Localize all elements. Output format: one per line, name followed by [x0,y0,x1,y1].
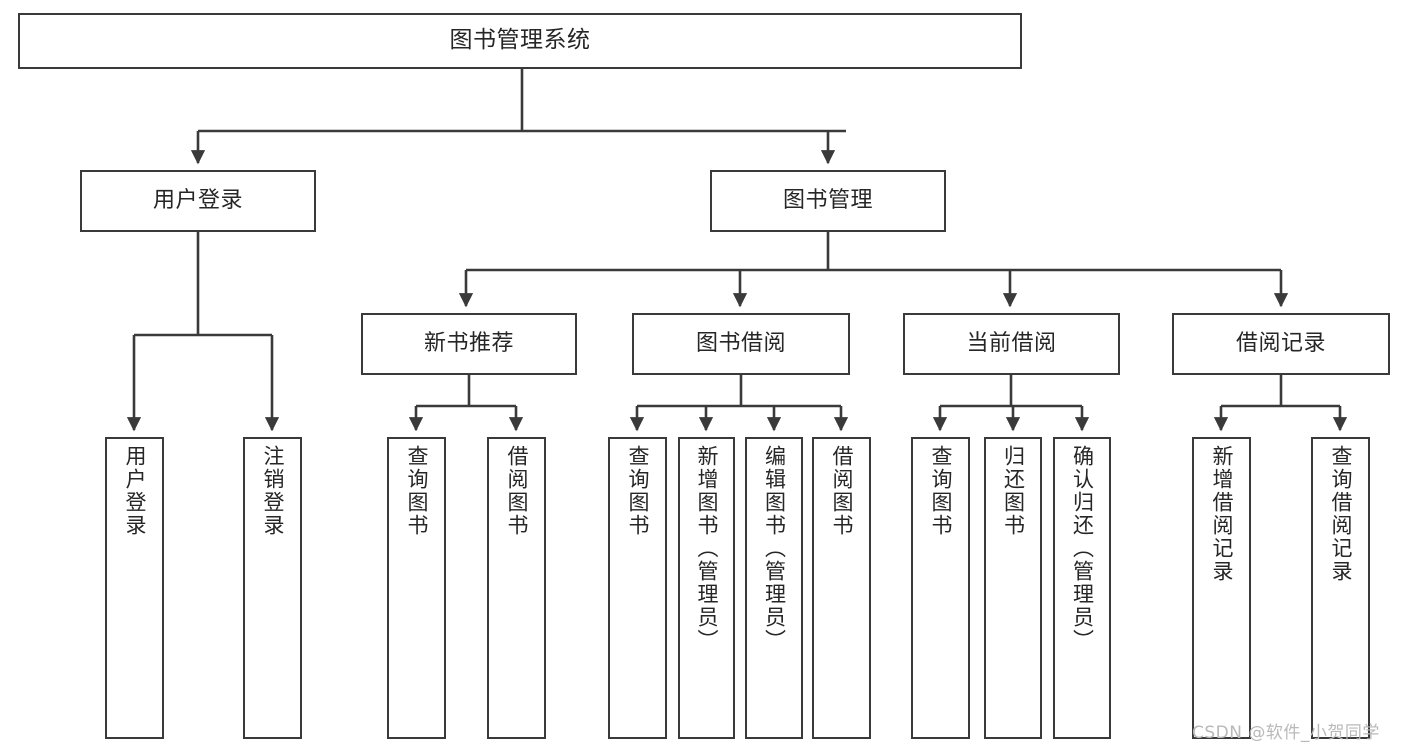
node-label: 新增借阅记录 [1210,445,1234,583]
node-label: 注销登录 [261,445,285,537]
node-label: 查询图书 [929,445,953,537]
leaf-query-book-borrow[interactable]: 查询图书 [608,437,667,739]
node-label: 查询图书 [626,445,650,537]
node-label: 图书管理系统 [449,27,591,54]
node-root-system[interactable]: 图书管理系统 [18,13,1022,69]
node-label: 当前借阅 [966,330,1057,356]
leaf-return-book[interactable]: 归还图书 [984,437,1042,739]
leaf-borrow-book[interactable]: 借阅图书 [812,437,871,739]
leaf-borrow-book-recommend[interactable]: 借阅图书 [487,437,546,739]
node-label: 借阅记录 [1235,330,1326,356]
node-book-borrow[interactable]: 图书借阅 [632,313,850,375]
node-label: 查询图书 [405,445,429,537]
node-label: 用户登录 [152,187,243,213]
node-book-management-group[interactable]: 图书管理 [710,170,946,232]
leaf-add-book-admin[interactable]: 新增图书（管理员） [678,437,735,739]
leaf-user-login[interactable]: 用户登录 [105,437,164,739]
node-new-book-recommend[interactable]: 新书推荐 [361,313,577,375]
leaf-query-book-current[interactable]: 查询图书 [911,437,970,739]
leaf-add-borrow-record[interactable]: 新增借阅记录 [1192,437,1251,739]
node-label: 图书管理 [782,187,873,213]
node-label: 新增图书（管理员） [695,445,719,652]
leaf-query-book-recommend[interactable]: 查询图书 [387,437,446,739]
node-label: 用户登录 [123,445,147,537]
node-label: 归还图书 [1001,445,1026,537]
leaf-query-borrow-record[interactable]: 查询借阅记录 [1311,437,1370,739]
node-label: 图书借阅 [695,330,786,356]
node-label: 编辑图书（管理员） [762,445,787,652]
leaf-logout[interactable]: 注销登录 [243,437,302,739]
node-label: 借阅图书 [505,445,529,537]
node-label: 新书推荐 [423,330,514,356]
node-borrow-record[interactable]: 借阅记录 [1172,313,1390,375]
node-current-borrow[interactable]: 当前借阅 [903,313,1120,375]
node-user-login-group[interactable]: 用户登录 [80,170,316,232]
leaf-confirm-return-admin[interactable]: 确认归还（管理员） [1053,437,1111,739]
node-label: 查询借阅记录 [1329,445,1353,583]
watermark: CSDN @软件_小贺同学 [1192,723,1380,743]
leaf-edit-book-admin[interactable]: 编辑图书（管理员） [745,437,803,739]
node-label: 确认归还（管理员） [1070,445,1095,652]
node-label: 借阅图书 [830,445,854,537]
